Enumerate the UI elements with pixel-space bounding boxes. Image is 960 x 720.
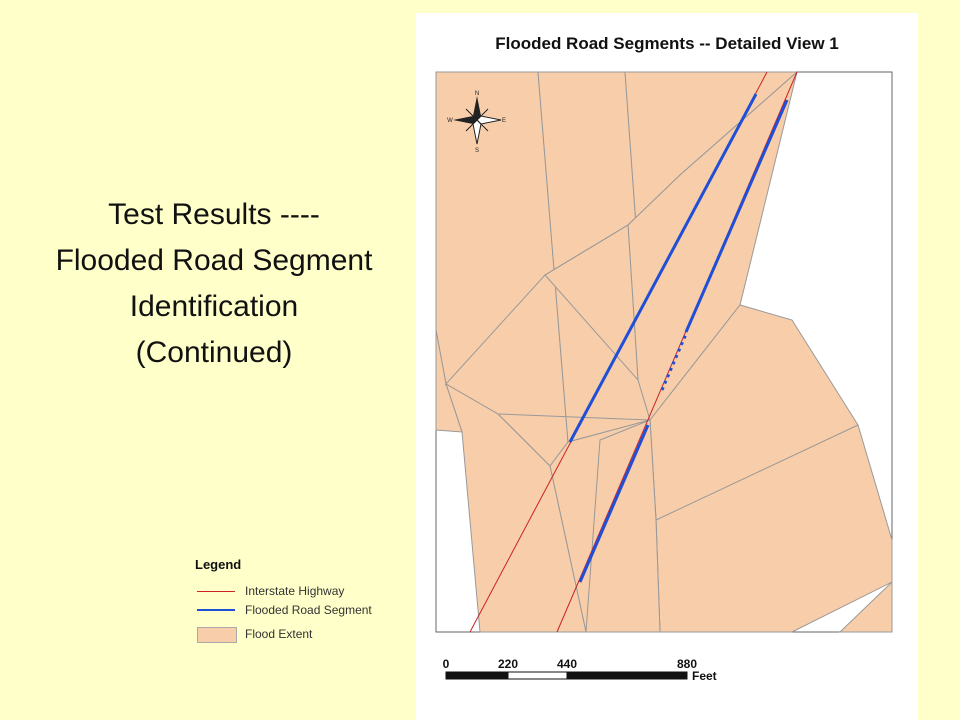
compass-needle (465, 108, 478, 121)
compass-needle (473, 96, 481, 120)
scale-bar: 0 220 440 880 Feet (443, 657, 717, 683)
compass-needle (465, 119, 478, 132)
highway-line-symbol (197, 591, 235, 592)
scale-unit-label: Feet (692, 669, 717, 683)
scale-tick-label: 440 (557, 657, 577, 671)
slide-title-line-4: (Continued) (135, 336, 293, 369)
flooded-road-segments (568, 93, 789, 583)
scale-bar-segment (566, 671, 688, 680)
flood-boundary (497, 413, 651, 421)
compass-east-label: E (502, 118, 506, 124)
flood-extent (435, 70, 893, 633)
legend-heading: Legend (195, 557, 242, 572)
legend-item-label: Interstate Highway (245, 584, 345, 598)
compass-south-label: S (475, 148, 479, 154)
compass-needle (453, 116, 477, 124)
compass-needle (476, 108, 489, 121)
flood-extent-swatch (197, 627, 237, 643)
slide-title-line-3: Identification (129, 290, 299, 323)
flood-polygon (435, 329, 463, 433)
flooded-segment (568, 93, 758, 443)
flooded-segment-line-symbol (197, 609, 235, 611)
slide-title-line-1: Test Results ---- (108, 198, 320, 231)
compass-needle (476, 119, 489, 132)
scale-tick-label: 220 (498, 657, 518, 671)
flood-polygon (585, 419, 661, 633)
scale-tick-label: 0 (443, 657, 450, 671)
flood-boundary (444, 224, 629, 386)
compass-north-label: N (475, 91, 479, 97)
flooded-segment (684, 99, 789, 333)
slide-title: Test Results ---- Flooded Road Segment I… (0, 192, 428, 376)
scale-bar-segment (445, 671, 509, 680)
slide-title-line-2: Flooded Road Segment (55, 244, 373, 277)
map-title: Flooded Road Segments -- Detailed View 1 (495, 34, 839, 53)
flooded-segment (660, 333, 688, 391)
compass-rose: N S E W (447, 91, 506, 154)
flooded-segment (578, 424, 650, 583)
legend-item-label: Flood Extent (245, 627, 313, 641)
scale-bar-segment (507, 671, 568, 680)
legend-item-label: Flooded Road Segment (245, 603, 372, 617)
flood-polygon (838, 580, 893, 633)
compass-west-label: W (447, 118, 453, 124)
scale-tick-label: 880 (677, 657, 697, 671)
